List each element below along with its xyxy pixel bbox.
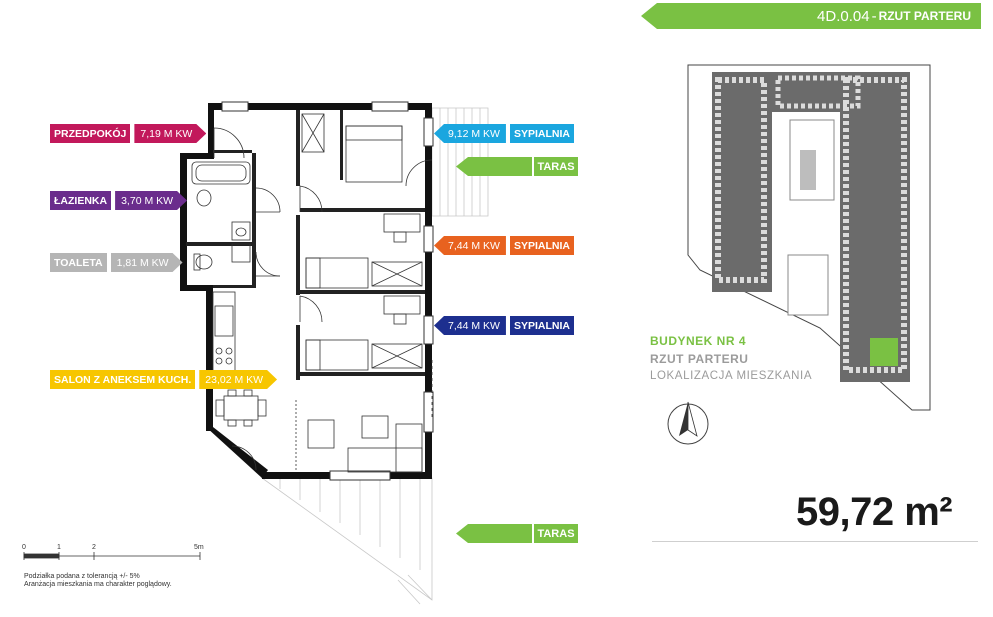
room-name: PRZEDPOKÓJ [50, 124, 131, 143]
tolerance-note: Podziałka podana z tolerancją +/- 5% [24, 573, 140, 580]
scale-tick-5m: 5m [194, 544, 204, 551]
header-view-label: RZUT PARTERU [878, 9, 971, 23]
room-area: 7,44 M KW [434, 236, 506, 255]
room-area: 3,70 M KW [115, 191, 187, 210]
room-name: ŁAZIENKA [50, 191, 112, 210]
north-arrow-icon [667, 401, 709, 445]
scale-tick-1: 1 [57, 544, 61, 551]
total-area-unit: m² [904, 490, 953, 534]
windows [221, 101, 434, 481]
room-tag-sypialnia-3: 7,44 M KW SYPIALNIA [434, 316, 574, 335]
total-area-value: 59,72 [796, 490, 894, 534]
apartment-location-marker [870, 338, 898, 366]
apartment-header: 4D.0.04 - RZUT PARTERU [641, 3, 981, 29]
room-tag-przedpokoj: PRZEDPOKÓJ 7,19 M KW [50, 124, 206, 143]
room-tag-salon: SALON Z ANEKSEM KUCH. 23,02 M KW [50, 370, 277, 389]
terrace-name: TARAS [534, 157, 578, 176]
total-area: 59,72 m² [796, 490, 953, 535]
room-name: TOALETA [50, 253, 107, 272]
interior-walls [186, 110, 425, 380]
room-tag-sypialnia-2: 7,44 M KW SYPIALNIA [434, 236, 574, 255]
arrangement-note: Aranżacja mieszkania ma charakter pogląd… [24, 581, 172, 588]
apartment-location-label: LOKALIZACJA MIESZKANIA [650, 370, 813, 382]
room-name: SYPIALNIA [509, 124, 574, 143]
room-area: 1,81 M KW [111, 253, 183, 272]
scale-tick-2: 2 [92, 544, 96, 551]
scale-tick-0: 0 [22, 544, 26, 551]
door-swings [213, 127, 433, 471]
header-separator: - [871, 7, 877, 25]
room-area: 9,12 M KW [434, 124, 506, 143]
furniture [215, 125, 433, 473]
terrace-tag-upper: TARAS [456, 157, 578, 176]
room-area: 23,02 M KW [199, 370, 277, 389]
building-key-plan [687, 64, 931, 411]
room-name: SALON Z ANEKSEM KUCH. [50, 370, 196, 389]
room-tag-lazienka: ŁAZIENKA 3,70 M KW [50, 191, 187, 210]
room-name: SYPIALNIA [509, 236, 574, 255]
apartment-code: 4D.0.04 [817, 7, 870, 25]
terrace-tag-lower: TARAS [456, 524, 578, 543]
room-area: 7,19 M KW [134, 124, 206, 143]
room-tag-toaleta: TOALETA 1,81 M KW [50, 253, 183, 272]
room-name: SYPIALNIA [509, 316, 574, 335]
building-view: RZUT PARTERU [650, 352, 749, 366]
fixtures [191, 113, 423, 383]
scale-bar [23, 552, 201, 560]
area-underline [652, 541, 978, 542]
room-area: 7,44 M KW [434, 316, 506, 335]
building-name: BUDYNEK NR 4 [650, 334, 747, 348]
terrace-name: TARAS [534, 524, 578, 543]
room-tag-sypialnia-1: 9,12 M KW SYPIALNIA [434, 124, 574, 143]
